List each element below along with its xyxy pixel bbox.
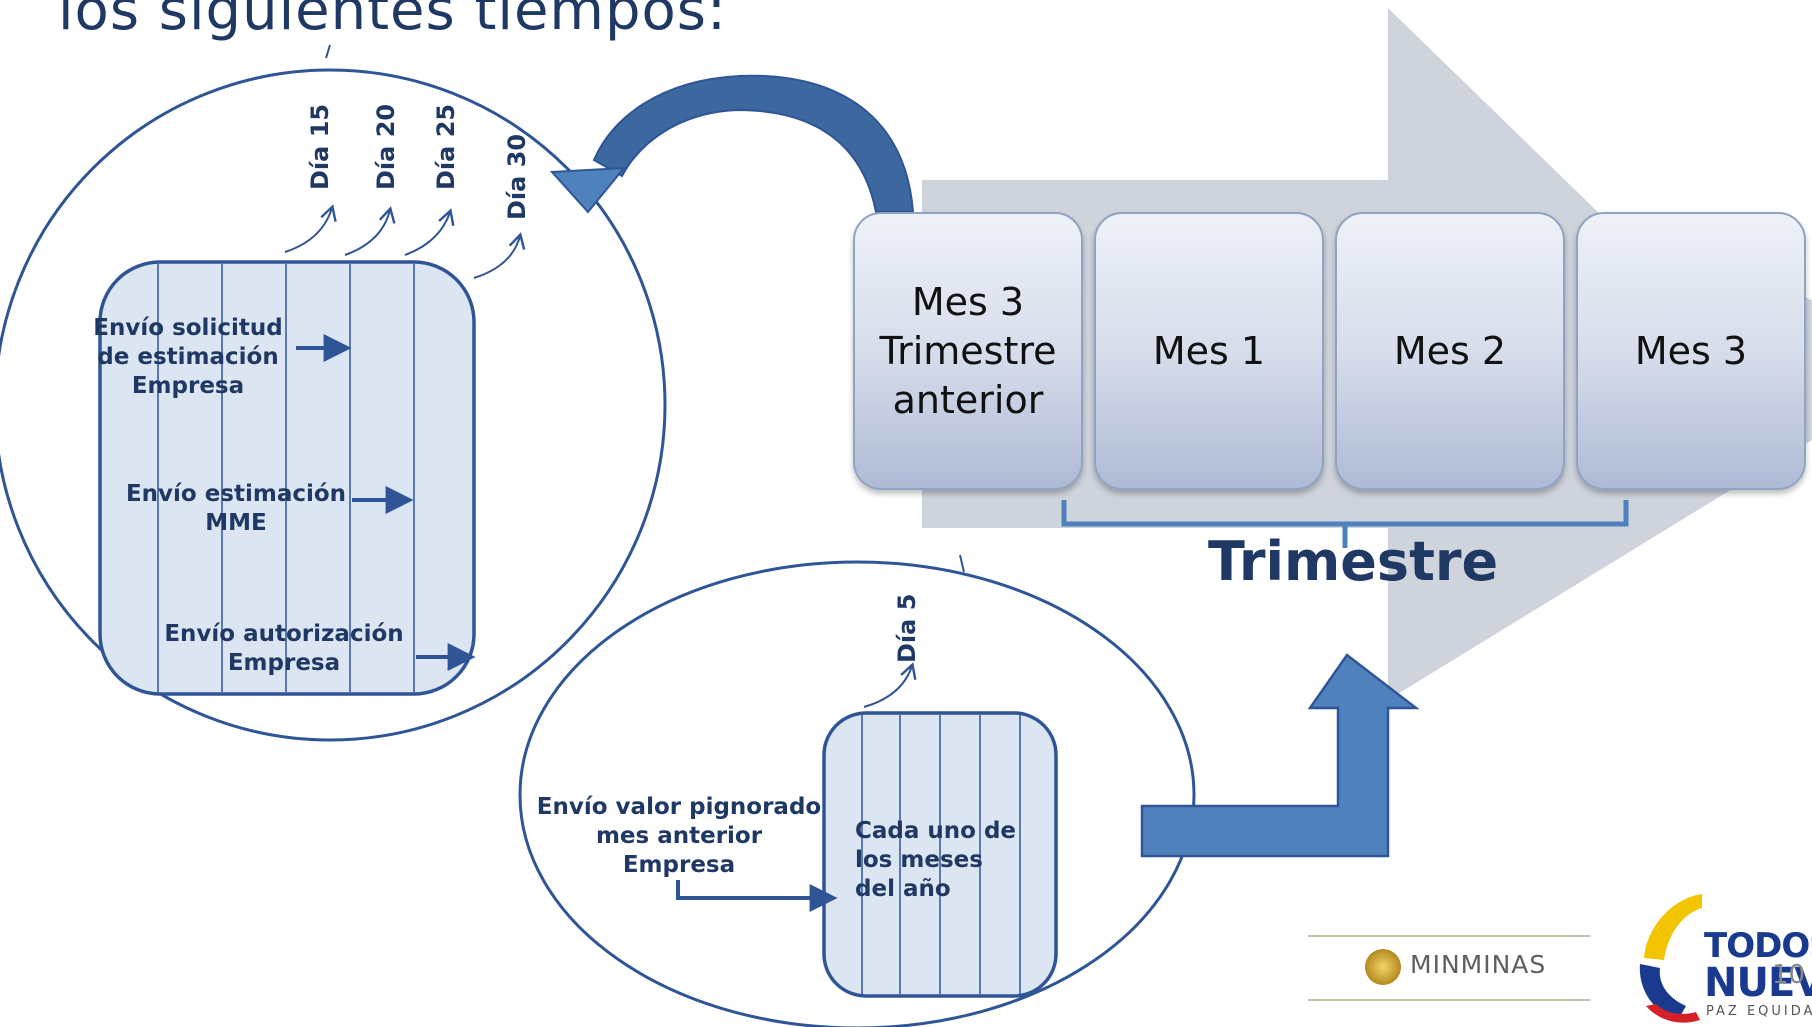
day15-pointer — [284, 204, 337, 253]
page-heading: los siguientes tiempos: — [58, 0, 727, 43]
month-box-mes3: Mes 3 — [1576, 212, 1806, 490]
meses-label: Cada uno de los meses del año — [855, 818, 1017, 902]
day-25-label: Día 25 — [432, 103, 460, 190]
month-box-prev-mes3: Mes 3 Trimestre anterior — [853, 212, 1083, 490]
solicitud-label: Envío solicitud de estimación Empresa — [93, 315, 283, 399]
day-5-label: Día 5 — [893, 593, 921, 663]
page-number: 10 — [1772, 960, 1806, 990]
day5-pointer — [863, 662, 917, 708]
day-30-label: Día 30 — [503, 133, 531, 220]
curved-return-arrow — [549, 74, 915, 214]
autorizacion-label: Envío autorización Empresa — [164, 621, 404, 676]
todos-line-1: TODOS P — [1704, 926, 1812, 966]
minminas-logo: MINMINAS — [1410, 950, 1547, 979]
month-box-mes1: Mes 1 — [1094, 212, 1324, 490]
day30-pointer — [473, 232, 526, 279]
todos-line-3: PAZ EQUIDAD — [1706, 1004, 1812, 1019]
trimestre-label: Trimestre — [1208, 530, 1499, 593]
pignorado-arrow — [676, 880, 838, 912]
month-box-mes2: Mes 2 — [1335, 212, 1565, 490]
bottom-timeline-panel — [822, 711, 1058, 998]
day25-pointer — [404, 208, 455, 256]
pignorado-label: Envío valor pignorado mes anterior Empre… — [536, 794, 822, 878]
todos-por-un-nuevo-pais-logo: TODOS P NUEVO PAZ EQUIDAD — [1612, 888, 1812, 1027]
up-elbow-arrow — [1140, 653, 1420, 858]
day-15-label: Día 15 — [306, 103, 334, 190]
day20-pointer — [344, 206, 396, 256]
todos-swoosh-icon — [1639, 894, 1702, 1023]
colombia-seal-icon — [1365, 949, 1401, 985]
todos-line-2: NUEVO — [1704, 960, 1812, 1006]
trimestre-bracket — [1061, 500, 1629, 548]
day-20-label: Día 20 — [372, 103, 400, 190]
estimacion-label: Envío estimación MME — [125, 481, 347, 536]
